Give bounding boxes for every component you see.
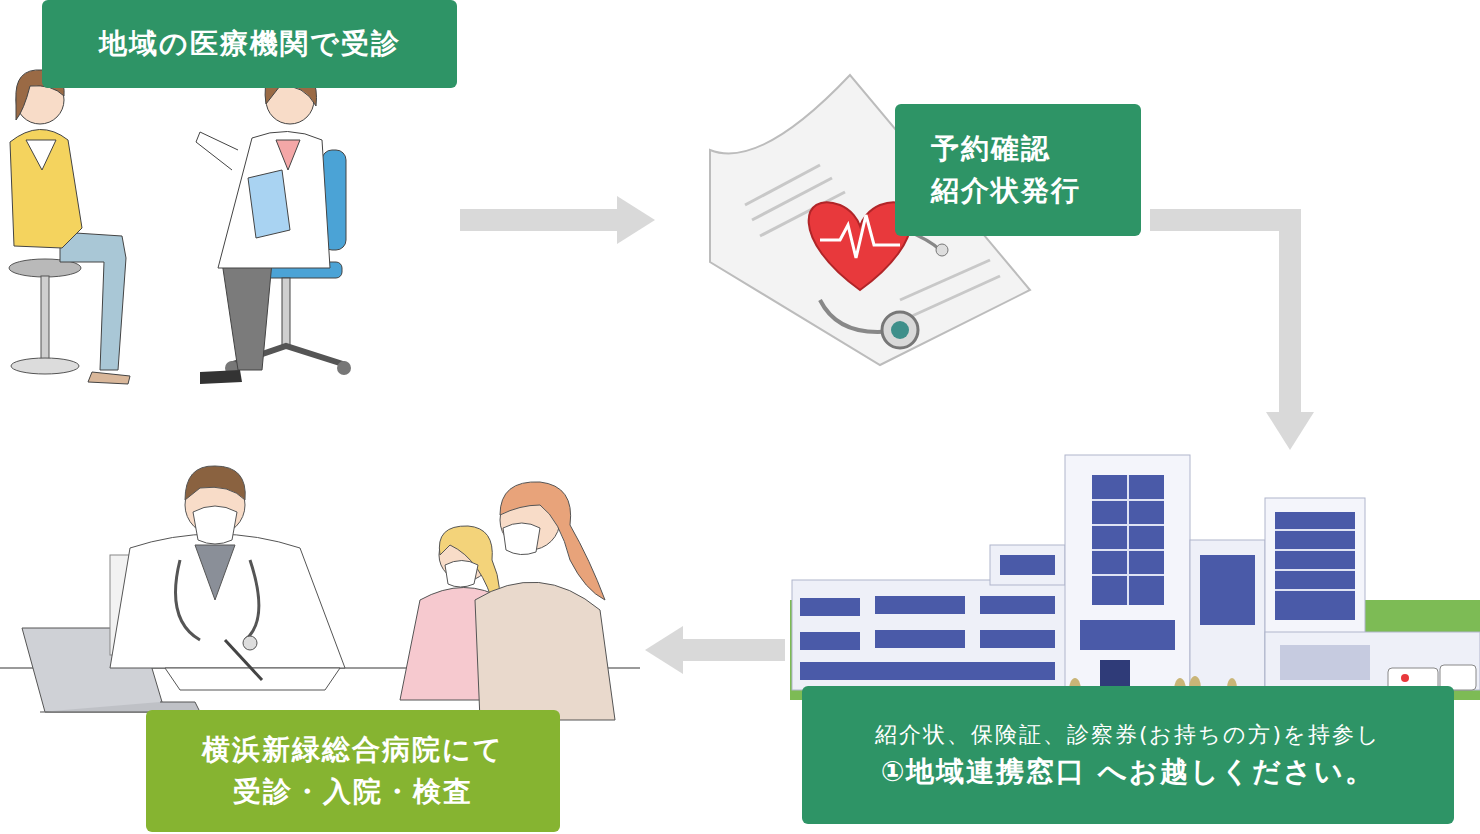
- step-text: 予約確認 紹介状発行: [931, 128, 1105, 212]
- garage: [1280, 645, 1370, 680]
- window: [875, 630, 965, 648]
- patient-figure: [9, 70, 130, 384]
- step-box: 地域の医療機関で受診: [42, 0, 457, 88]
- mother-hair: [500, 482, 605, 600]
- tower-mullions: [1275, 530, 1355, 590]
- paper-line: [745, 165, 820, 205]
- step-region: 横浜新緑総合病院にて 受診・入院・検査: [0, 460, 645, 834]
- step-region: 地域の医療機関で受診: [0, 0, 460, 400]
- stethoscope-center: [891, 321, 909, 339]
- patient-sweater: [10, 129, 82, 248]
- window: [1275, 512, 1355, 620]
- window: [1200, 555, 1255, 625]
- step-text: 横浜新緑総合病院にて 受診・入院・検査: [170, 729, 536, 813]
- left-wing: [792, 580, 1067, 690]
- arrow-shaft: [460, 209, 617, 231]
- step-box: 横浜新緑総合病院にて 受診・入院・検査: [146, 710, 560, 832]
- window: [1000, 555, 1055, 575]
- window: [980, 630, 1055, 648]
- doctor-mask: [193, 506, 237, 544]
- stethoscope-chest: [243, 636, 257, 650]
- stethoscope: [176, 560, 259, 640]
- flow-arrow: [460, 196, 655, 244]
- doctor-arm: [196, 132, 238, 170]
- paper-line: [912, 276, 1000, 316]
- doctor-shirt: [195, 545, 235, 600]
- chair-wheel: [337, 361, 351, 375]
- window: [1080, 620, 1175, 650]
- window: [800, 598, 860, 616]
- window: [800, 632, 860, 650]
- step-box: 紹介状、保険証、診察券(お持ちの方)を持参し①地域連携窓口 へお越しください。: [802, 686, 1454, 824]
- doctor-figure: [196, 68, 351, 384]
- stethoscope-chest: [882, 312, 918, 348]
- stool-base: [11, 358, 79, 374]
- main-tower: [1065, 455, 1190, 690]
- arrow-head: [645, 626, 683, 674]
- window: [875, 596, 965, 614]
- step-region: 予約確認 紹介状発行: [655, 60, 1150, 380]
- left-wing-top: [990, 545, 1065, 585]
- step-region: 紹介状、保険証、診察券(お持ちの方)を持参し①地域連携窓口 へお越しください。: [785, 450, 1480, 830]
- arrow-shaft: [1150, 220, 1290, 412]
- patient-legs: [60, 232, 126, 370]
- right-wing: [1265, 632, 1480, 690]
- mother-body: [475, 582, 615, 720]
- mother-mask: [503, 523, 540, 555]
- child-mask: [445, 561, 478, 588]
- ambulance-cross: [1401, 674, 1409, 682]
- middle-block: [1190, 540, 1265, 690]
- patient-collar: [26, 140, 56, 170]
- step-text: 紹介状、保険証、診察券(お持ちの方)を持参し: [822, 718, 1434, 751]
- chair-pole: [282, 278, 290, 348]
- pen: [225, 640, 262, 680]
- step-text: 地域の医療機関で受診: [66, 23, 433, 65]
- flow-arrow: [1150, 220, 1314, 450]
- tower-glass: [1092, 475, 1164, 605]
- doctor-shirt: [276, 140, 300, 170]
- arrow-head: [617, 196, 655, 244]
- stethoscope-tip: [936, 244, 948, 256]
- step-note: ①地域連携窓口 へお越しください。: [822, 751, 1434, 793]
- doctor-skirt: [222, 262, 272, 370]
- paper-line: [900, 260, 990, 300]
- consultation-scene: [0, 466, 640, 720]
- tower-mullions: [1092, 475, 1164, 605]
- stool-pole: [41, 276, 49, 360]
- arrow-shaft: [683, 639, 785, 661]
- clipboard: [248, 170, 290, 238]
- doctor-shoe: [200, 370, 242, 384]
- window: [800, 662, 1055, 680]
- arrow-head: [1266, 412, 1314, 450]
- step-box: 予約確認 紹介状発行: [895, 104, 1141, 236]
- flow-arrow: [645, 626, 785, 674]
- window: [980, 596, 1055, 614]
- hospital-building: [790, 455, 1480, 702]
- doctor-hair: [185, 466, 245, 500]
- heartbeat-line: [820, 215, 900, 258]
- doctor-coat: [110, 534, 345, 668]
- patient-shoe: [88, 372, 130, 384]
